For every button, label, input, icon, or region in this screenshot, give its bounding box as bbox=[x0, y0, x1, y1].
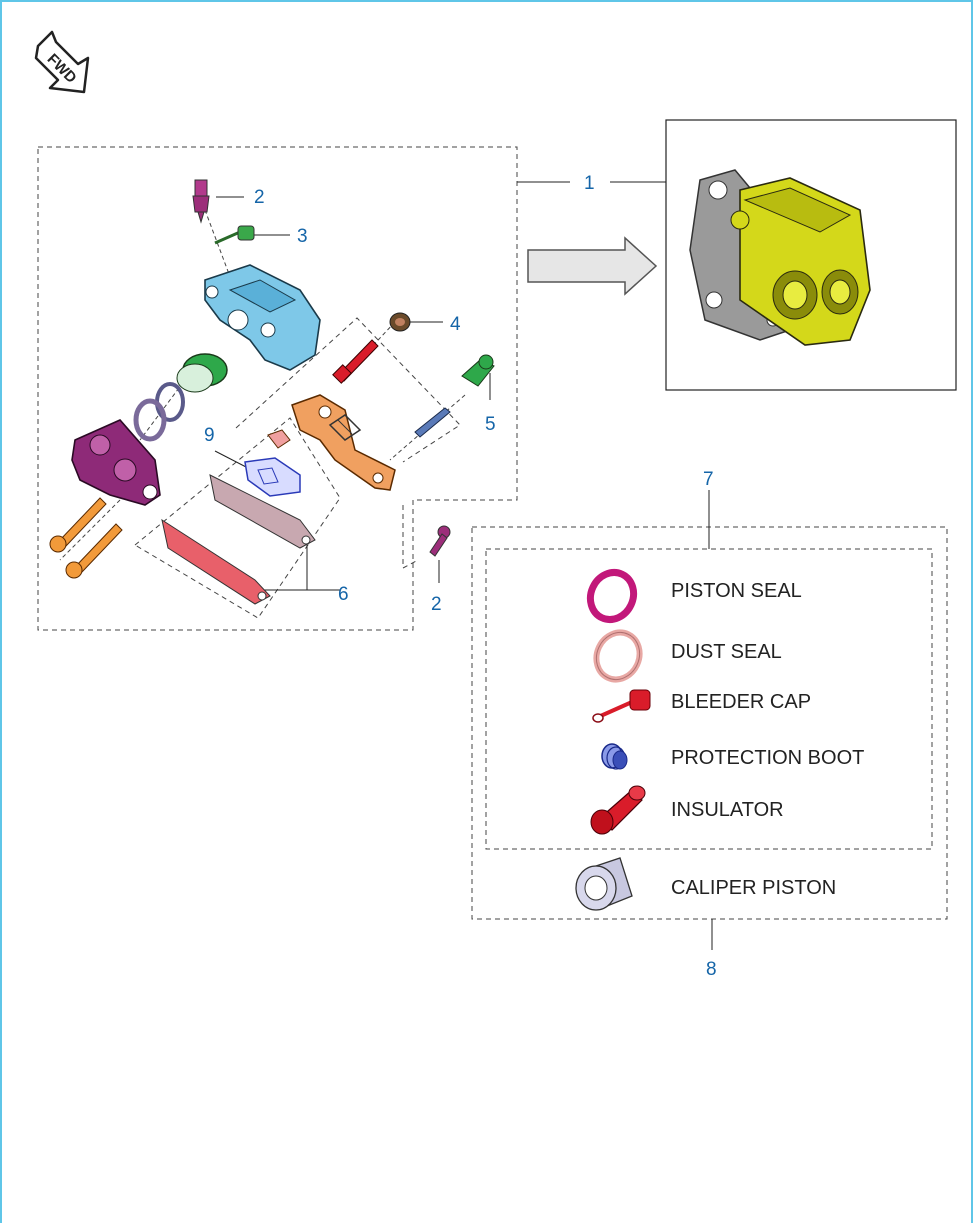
assembled-caliper-image bbox=[689, 169, 871, 346]
callout-3: 3 bbox=[297, 226, 308, 247]
caliper-half-icon bbox=[71, 419, 161, 506]
callout-2-top: 2 bbox=[254, 187, 265, 208]
piston-icon bbox=[176, 353, 228, 393]
pad-clip-icon bbox=[328, 414, 362, 441]
callout-1: 1 bbox=[584, 173, 595, 194]
bleeder-screw-lower-icon bbox=[429, 525, 451, 557]
piston-seal-ring-icon bbox=[133, 398, 167, 442]
protection-boot-icon bbox=[601, 743, 628, 770]
caliper-bracket-icon bbox=[267, 394, 396, 491]
protection-boot-part-icon bbox=[389, 312, 411, 332]
pin-boot-part-icon bbox=[414, 354, 495, 438]
caliper-piston-icon bbox=[575, 857, 633, 911]
insulator-pin-icon bbox=[332, 339, 379, 384]
dust-seal-icon bbox=[593, 629, 643, 683]
callout-8: 8 bbox=[706, 959, 717, 980]
direction-arrow-icon bbox=[527, 236, 658, 296]
callout-5: 5 bbox=[485, 414, 496, 435]
legend-dust-seal: DUST SEAL bbox=[671, 641, 782, 663]
piston-seal-icon bbox=[586, 569, 638, 623]
bleeder-cap-part-icon bbox=[214, 225, 255, 245]
bleeder-cap-icon bbox=[592, 689, 651, 723]
legend-bleeder-cap: BLEEDER CAP bbox=[671, 691, 811, 713]
callout-7: 7 bbox=[703, 469, 714, 490]
bleeder-screw-icon bbox=[192, 179, 210, 224]
insulator-icon bbox=[590, 785, 646, 835]
legend-caliper-piston: CALIPER PISTON bbox=[671, 877, 836, 899]
brake-pad-icon bbox=[161, 474, 316, 605]
pad-spring-icon bbox=[244, 457, 301, 497]
callout-4: 4 bbox=[450, 314, 461, 335]
caliper-body-icon bbox=[204, 264, 321, 371]
legend-insulator: INSULATOR bbox=[671, 799, 784, 821]
fwd-arrow-icon: FWD bbox=[34, 30, 90, 94]
callout-9: 9 bbox=[204, 425, 215, 446]
callout-2-lower: 2 bbox=[431, 594, 442, 615]
mounting-bolt-icon bbox=[49, 497, 123, 579]
leader-lines bbox=[214, 181, 713, 950]
callout-6: 6 bbox=[338, 584, 349, 605]
legend-piston-seal: PISTON SEAL bbox=[671, 580, 802, 602]
legend-protection-boot: PROTECTION BOOT bbox=[671, 747, 864, 769]
